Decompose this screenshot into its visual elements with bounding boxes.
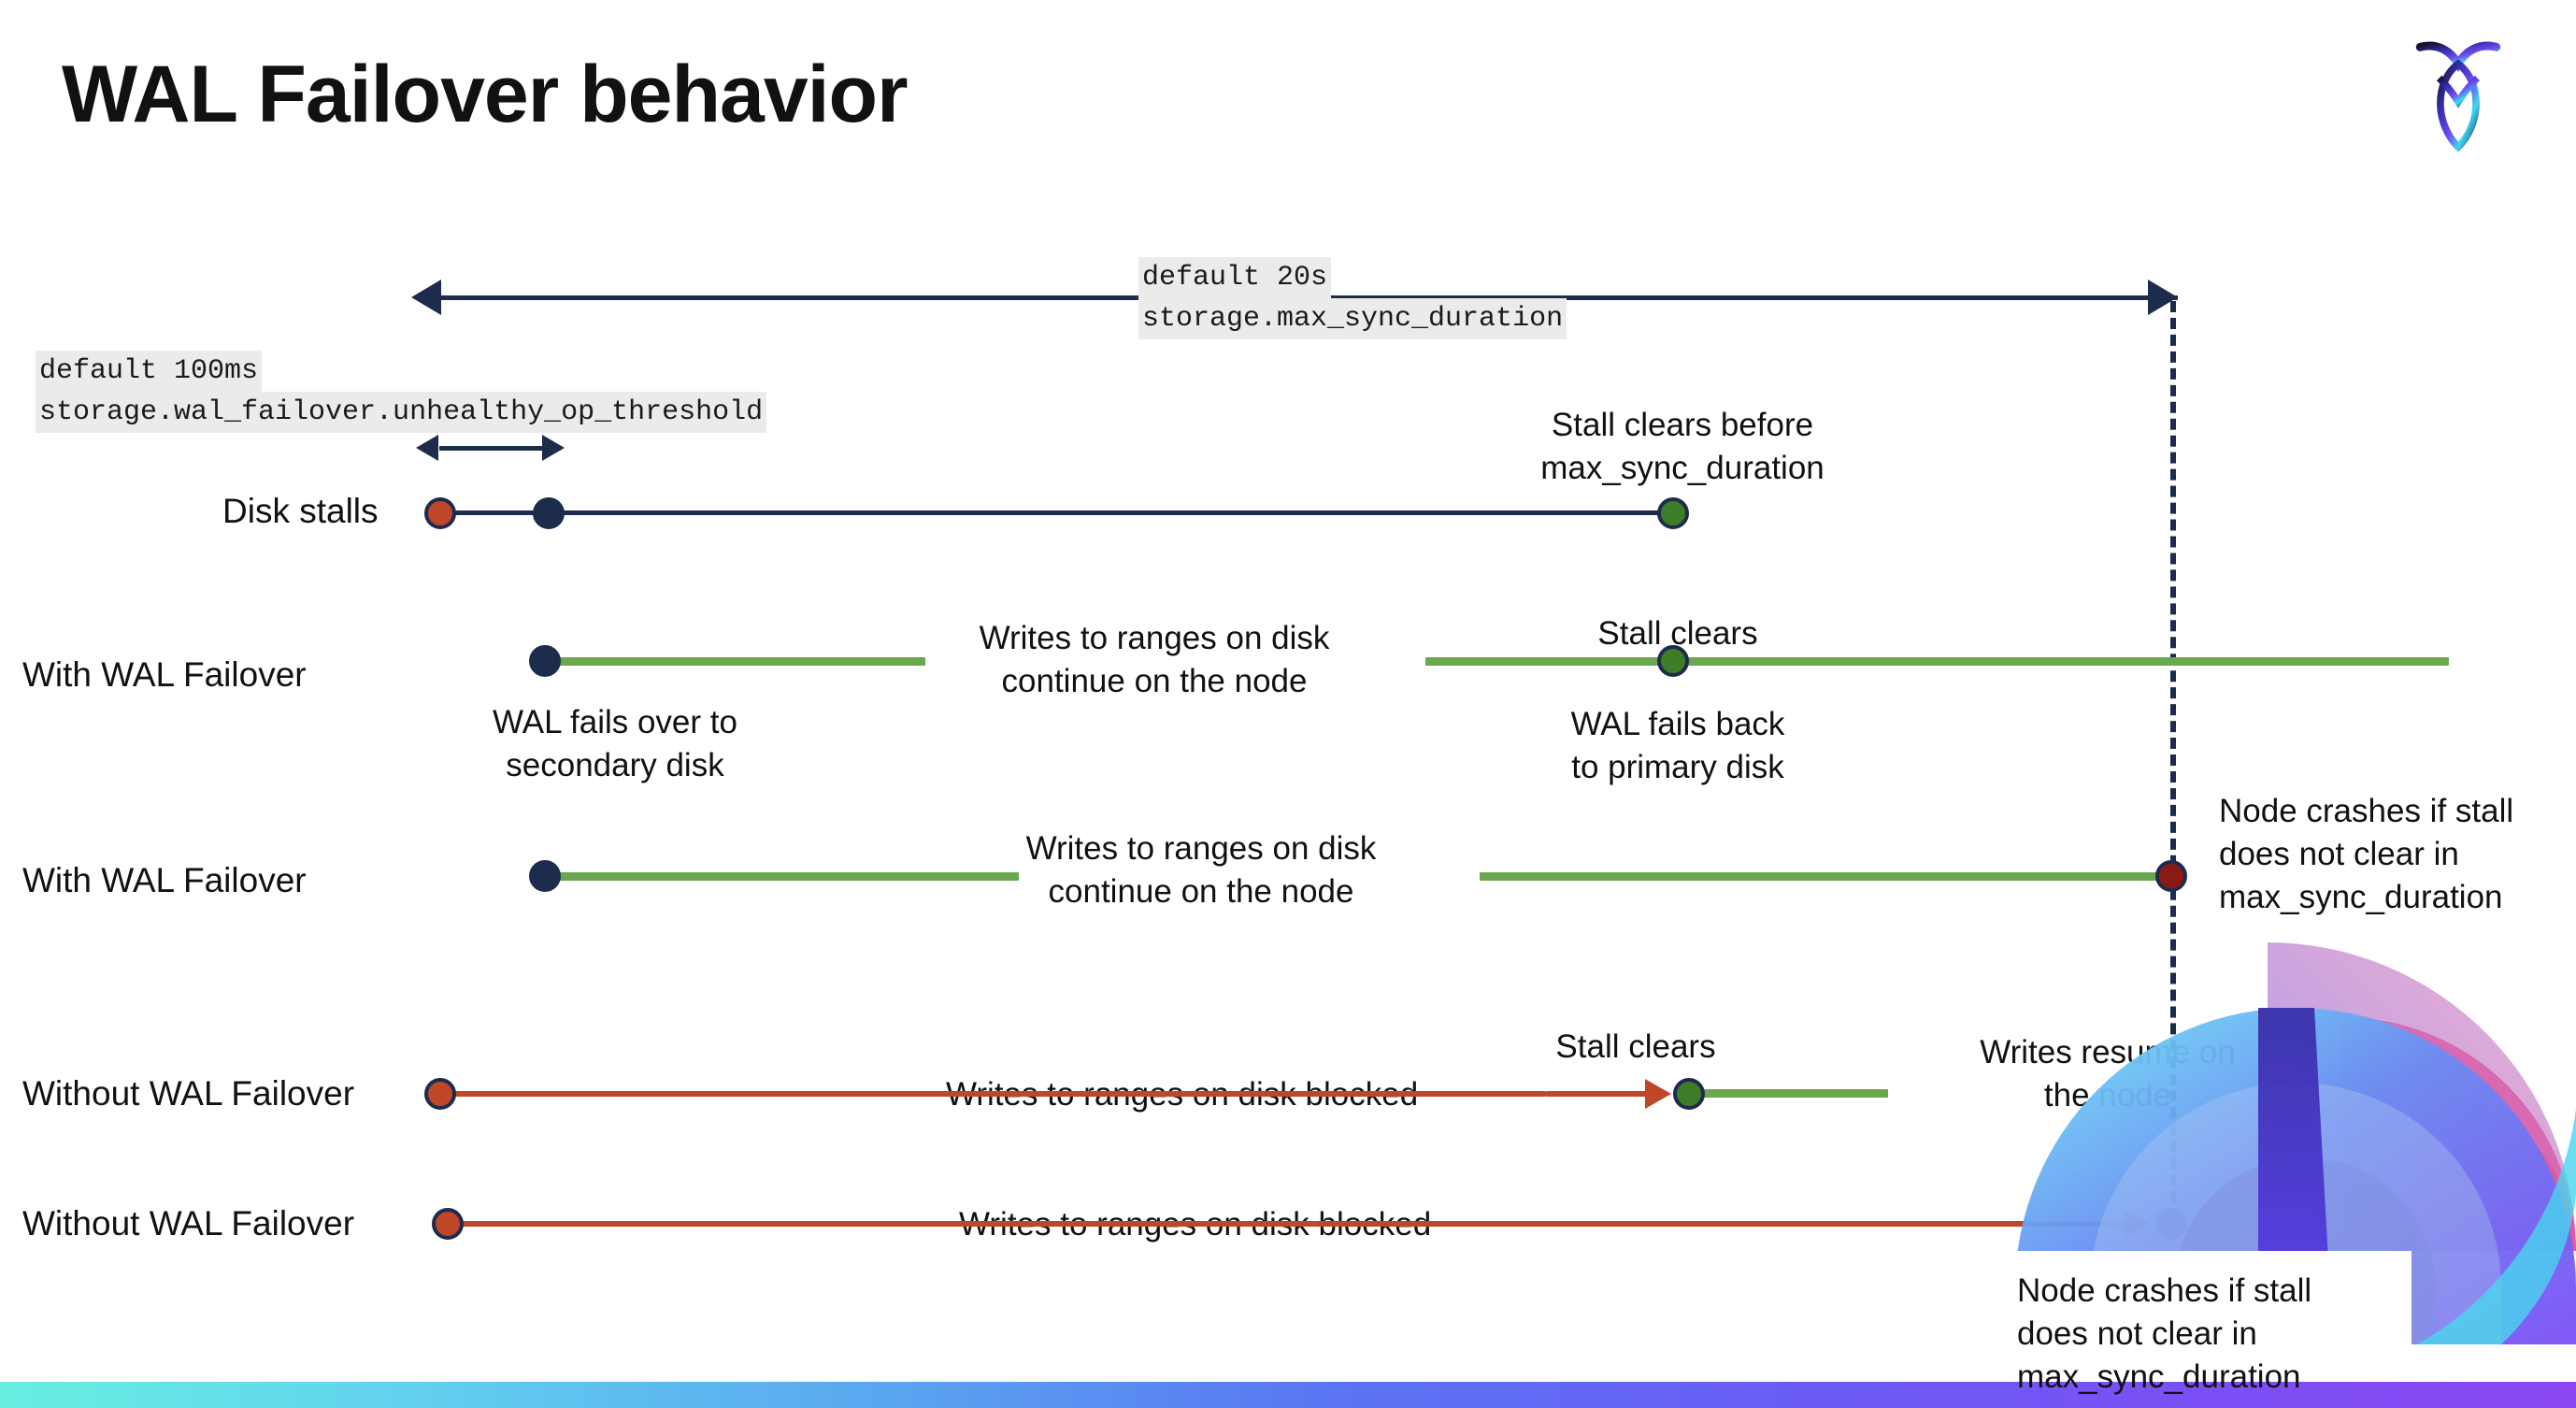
wal-failover-track-left-2 [542, 872, 1019, 881]
wal-failover-start-dot-1 [529, 645, 561, 677]
disk-stall-start-dot [424, 497, 456, 529]
max-sync-duration-label: default 20s storage.max_sync_duration [1138, 257, 1567, 339]
row-label-with-wal-failover-2: With WAL Failover [22, 861, 307, 899]
wal-failover-node-crash-dot [2155, 860, 2187, 892]
unhealthy-right-arrowhead [542, 435, 565, 461]
max-sync-deadline-dashed-line [2170, 301, 2176, 1236]
annotation-stall-clears-before: Stall clears before max_sync_duration [1540, 407, 1825, 486]
wal-failover-stall-clears-dot-1 [1657, 645, 1689, 677]
unhealthy-setting-name: storage.wal_failover.unhealthy_op_thresh… [36, 392, 767, 433]
without-failover-stall-clears-dot [1673, 1078, 1705, 1110]
annotation-wal-fails-over: WAL fails over to secondary disk [493, 704, 737, 783]
row-label-without-wal-failover-1: Without WAL Failover [22, 1074, 355, 1113]
node-crash-caption-backdrop [1991, 1251, 2411, 1391]
without-failover-blocked-track-1 [439, 1091, 1546, 1097]
max-sync-default-value: default 20s [1138, 257, 1332, 298]
max-sync-left-arrowhead [411, 280, 441, 315]
row-label-with-wal-failover-1: With WAL Failover [22, 655, 307, 694]
page-title: WAL Failover behavior [62, 50, 909, 139]
unhealthy-threshold-label: default 100ms storage.wal_failover.unhea… [36, 351, 767, 433]
without-failover-start-dot-1 [424, 1078, 456, 1110]
without-failover-start-dot-2 [432, 1208, 464, 1240]
max-sync-setting-name: storage.max_sync_duration [1138, 298, 1567, 339]
wal-failover-track-right-1 [1425, 657, 2449, 666]
annotation-writes-continue-1: Writes to ranges on disk continue on the… [979, 620, 1330, 699]
unhealthy-left-arrowhead [416, 435, 438, 461]
row-label-without-wal-failover-2: Without WAL Failover [22, 1204, 355, 1243]
without-failover-blocked-track-2 [447, 1221, 1557, 1227]
annotation-wal-fails-back: WAL fails back to primary disk [1570, 706, 1785, 785]
disk-stalls-track [439, 510, 1673, 515]
unhealthy-default-value: default 100ms [36, 351, 263, 392]
cockroachdb-logo-icon [2393, 28, 2524, 159]
row-label-disk-stalls: Disk stalls [222, 492, 379, 530]
annotation-stall-clears-2: Stall clears [1555, 1028, 1716, 1065]
wal-failover-track-right-2 [1480, 872, 2176, 881]
without-failover-blocked-track-1b [1546, 1091, 1653, 1097]
annotation-node-crashes-1: Node crashes if stall does not clear in … [2219, 793, 2514, 915]
disk-stall-detected-dot [533, 497, 565, 529]
annotation-writes-continue-2: Writes to ranges on disk continue on the… [1025, 830, 1377, 910]
bottom-gradient-bar [0, 1382, 2576, 1408]
annotation-stall-clears-1: Stall clears [1597, 615, 1758, 652]
annotation-node-crashes-2: Node crashes if stall does not clear in … [2017, 1272, 2312, 1395]
disk-stall-clears-dot [1657, 497, 1689, 529]
wal-failover-track-left-1 [542, 657, 925, 666]
without-failover-resume-track-1 [1692, 1089, 1888, 1098]
unhealthy-threshold-span-line [439, 446, 561, 451]
wal-failover-start-dot-2 [529, 860, 561, 892]
without-failover-blocked-track-2b [1552, 1221, 2131, 1227]
